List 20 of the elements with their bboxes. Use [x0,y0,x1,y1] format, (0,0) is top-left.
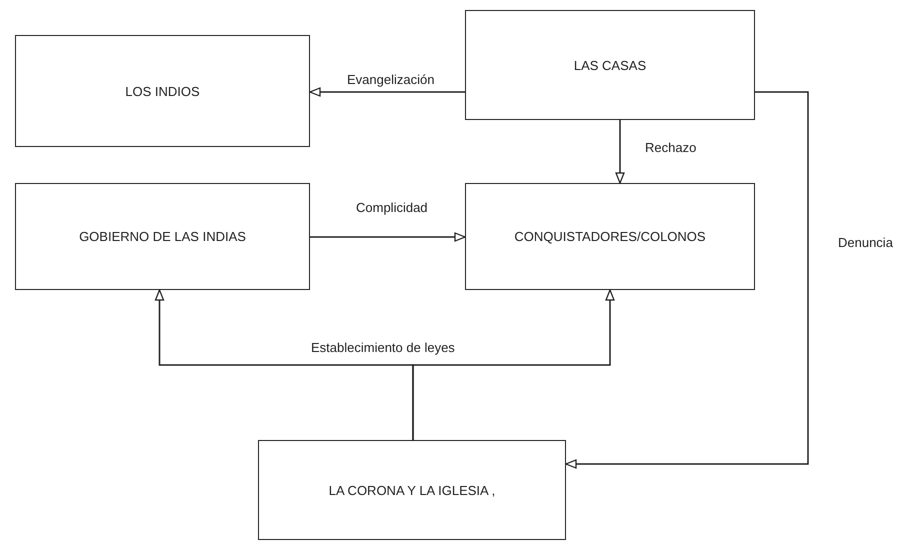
arrow [309,87,465,97]
edge-label: Complicidad [354,200,430,215]
node-label: LAS CASAS [574,58,646,72]
node-label: GOBIERNO DE LAS INDIAS [79,229,246,244]
edge-label: Rechazo [643,140,698,155]
arrow [310,232,466,242]
process-box [465,183,755,290]
process-box [15,183,310,290]
edge-label: Establecimiento de leyes [309,340,457,355]
arrow [412,289,615,440]
node-label: LOS INDIOS [125,84,200,98]
edge-label: Evangelización [345,72,436,87]
node-label: CONQUISTADORES/COLONOS [514,229,706,244]
arrow [615,120,625,184]
process-box [15,35,310,147]
node-label: LA CORONA Y LA IGLESIA , [328,482,496,498]
arrow [565,91,809,469]
edge-label: Denuncia [836,235,895,250]
process-box [258,440,566,540]
process-box [465,10,755,120]
